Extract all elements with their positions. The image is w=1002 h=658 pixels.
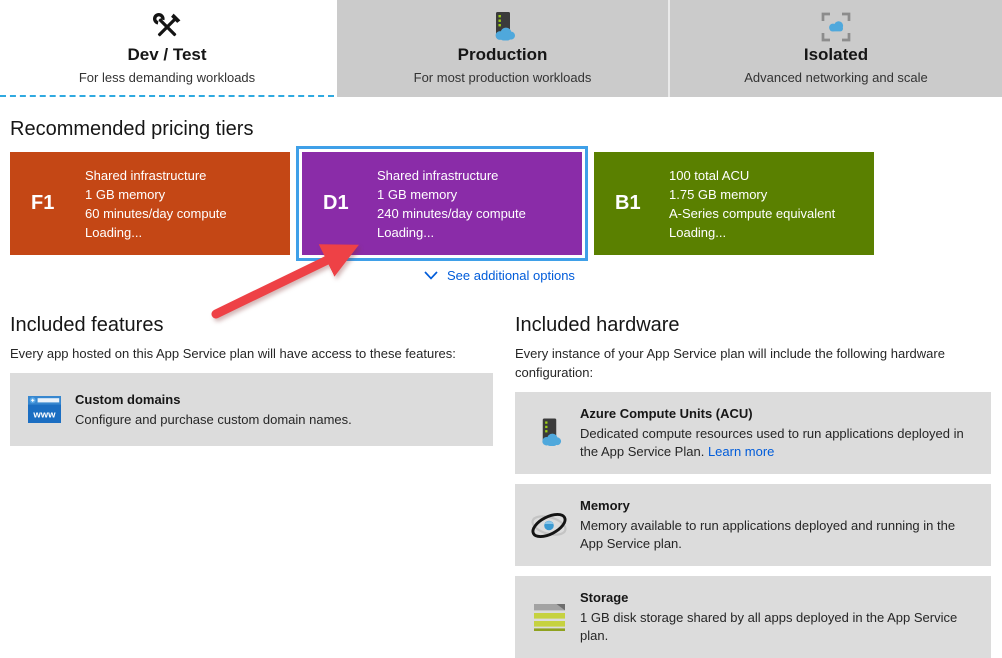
see-more-label: See additional options: [447, 268, 575, 283]
pricing-tiers-heading: Recommended pricing tiers: [10, 118, 254, 140]
tab-title: Dev / Test: [127, 45, 207, 64]
custom-domains-icon: www: [23, 396, 65, 423]
tier-features: Shared infrastructure 1 GB memory 240 mi…: [377, 167, 526, 240]
tab-dev-test[interactable]: Dev / Test For less demanding workloads: [0, 0, 334, 97]
hardware-title: Memory: [580, 498, 630, 513]
included-hardware-section: Included hardware Every instance of your…: [515, 314, 991, 658]
tab-subtitle: Advanced networking and scale: [744, 70, 928, 85]
tab-subtitle: For most production workloads: [413, 70, 592, 85]
tab-subtitle: For less demanding workloads: [78, 70, 256, 85]
tier-code: B1: [615, 192, 641, 214]
hardware-description: Memory available to run applications dep…: [580, 518, 956, 551]
hardware-row-storage: Storage 1 GB disk storage shared by all …: [515, 576, 991, 658]
learn-more-link[interactable]: Learn more: [707, 444, 775, 459]
pricing-tier-list: F1 Shared infrastructure 1 GB memory 60 …: [10, 146, 874, 261]
included-features-heading: Included features: [10, 314, 164, 336]
tier-code: F1: [31, 192, 55, 214]
hardware-text: Storage 1 GB disk storage shared by all …: [580, 589, 983, 645]
tab-production[interactable]: Production For most production workloads: [337, 0, 670, 97]
hardware-description: 1 GB disk storage shared by all apps dep…: [580, 610, 958, 643]
tier-card-d1[interactable]: D1 Shared infrastructure 1 GB memory 240…: [302, 152, 582, 255]
feature-description: Configure and purchase custom domain nam…: [75, 411, 352, 427]
included-hardware-heading: Included hardware: [515, 314, 680, 336]
included-features-section: Included features Every app hosted on th…: [10, 314, 493, 446]
feature-text: Custom domains Configure and purchase cu…: [75, 391, 358, 429]
isolated-cloud-icon: [821, 11, 851, 43]
tab-title: Production: [457, 45, 548, 64]
tools-icon: [152, 11, 182, 43]
tab-isolated[interactable]: Isolated Advanced networking and scale: [670, 0, 1002, 97]
svg-text:www: www: [32, 410, 56, 421]
storage-icon: [528, 603, 570, 631]
hardware-text: Memory Memory available to run applicati…: [580, 497, 983, 553]
tier-features: Shared infrastructure 1 GB memory 60 min…: [85, 167, 227, 240]
hardware-text: Azure Compute Units (ACU) Dedicated comp…: [580, 405, 983, 461]
compute-icon: [528, 418, 570, 448]
tier-card-f1[interactable]: F1 Shared infrastructure 1 GB memory 60 …: [10, 152, 290, 255]
see-additional-options-link[interactable]: See additional options: [424, 268, 575, 283]
hardware-title: Azure Compute Units (ACU): [580, 406, 753, 421]
hardware-description: Dedicated compute resources used to run …: [580, 426, 964, 459]
memory-icon: [528, 509, 570, 542]
feature-row-custom-domains: www Custom domains Configure and purchas…: [10, 373, 493, 446]
plan-category-tabbar: Dev / Test For less demanding workloads …: [0, 0, 1002, 97]
hardware-row-memory: Memory Memory available to run applicati…: [515, 484, 991, 566]
server-cloud-icon: [489, 11, 517, 43]
chevron-down-icon: [424, 268, 438, 283]
tier-code: D1: [323, 192, 349, 214]
tier-selection-border: D1 Shared infrastructure 1 GB memory 240…: [296, 146, 588, 261]
tab-title: Isolated: [803, 45, 869, 64]
hardware-row-acu: Azure Compute Units (ACU) Dedicated comp…: [515, 392, 991, 474]
included-hardware-subtitle: Every instance of your App Service plan …: [515, 346, 945, 380]
tier-features: 100 total ACU 1.75 GB memory A-Series co…: [669, 167, 836, 240]
feature-title: Custom domains: [75, 391, 181, 407]
tier-card-b1[interactable]: B1 100 total ACU 1.75 GB memory A-Series…: [594, 152, 874, 255]
hardware-title: Storage: [580, 590, 629, 605]
included-features-subtitle: Every app hosted on this App Service pla…: [10, 346, 456, 361]
